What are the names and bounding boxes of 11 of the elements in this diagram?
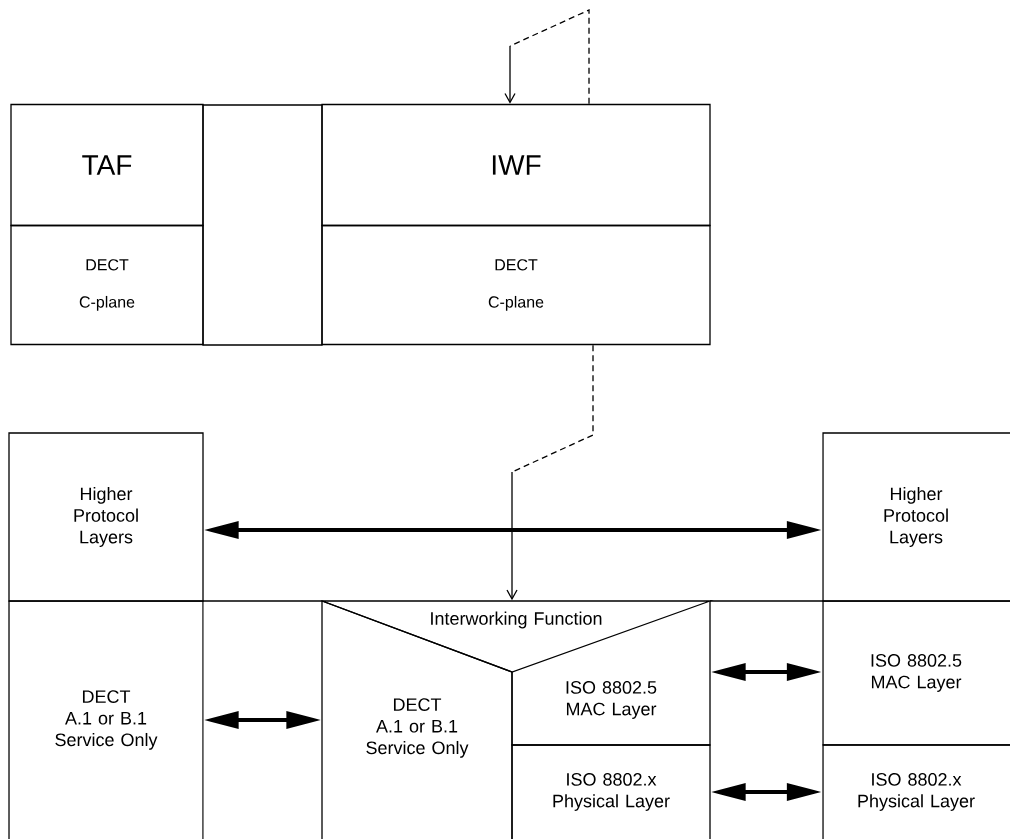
layer-box: Higher Protocol Layers — [8, 432, 204, 602]
layer-box: Higher Protocol Layers — [822, 432, 1010, 602]
layer-box: ISO 8802.x Physical Layer — [822, 744, 1010, 839]
layer-box: ISO 8802.5 MAC Layer — [822, 600, 1010, 746]
function-box: TAF — [10, 103, 204, 227]
layer-box: DECT A.1 or B.1 Service Only — [8, 600, 204, 839]
function-box: IWF — [321, 103, 711, 227]
empty-column — [202, 104, 323, 346]
layer-box: DECT C-plane — [10, 224, 204, 346]
layer-box: DECT C-plane — [321, 224, 711, 346]
layer-box: ISO 8802.x Physical Layer — [511, 744, 711, 839]
